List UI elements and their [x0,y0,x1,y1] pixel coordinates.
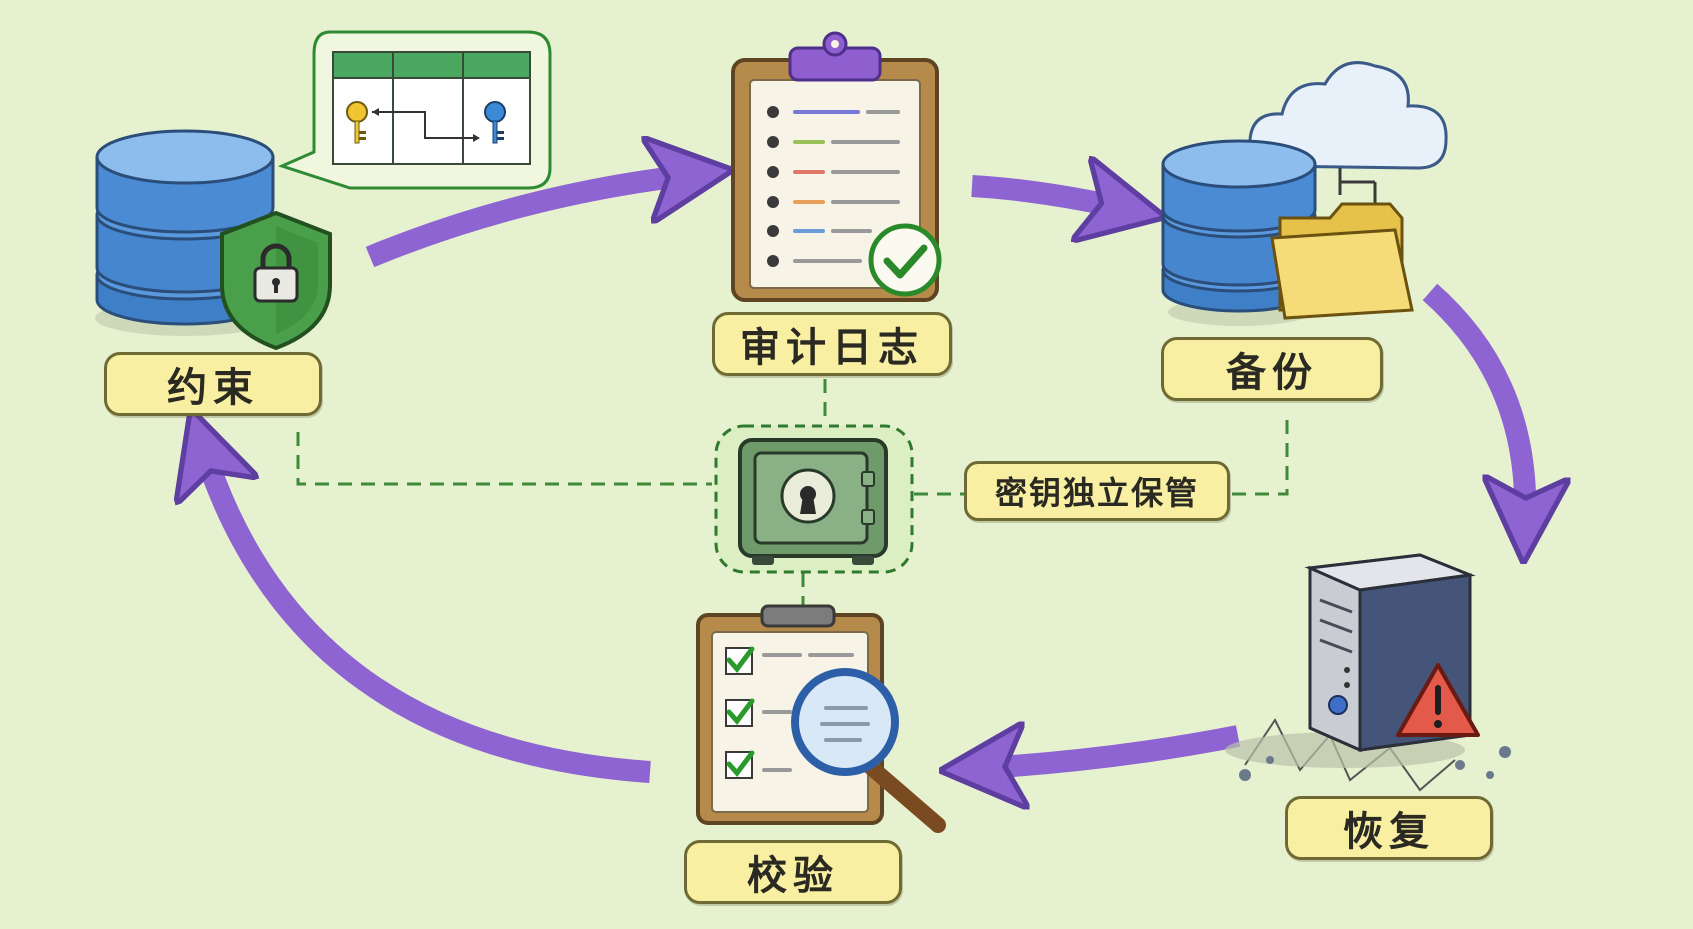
stage-label-constraint-text: 约束 [167,365,259,411]
stage-label-audit-log: 审计日志 [712,312,952,376]
stage-label-verify: 校验 [684,840,902,904]
shield-lock-icon [220,210,332,351]
cloud-icon [1248,61,1448,205]
cycle-arrows [204,175,1525,772]
link-note-backup [1232,411,1289,496]
arrow-constraint-to-audit [365,175,690,268]
stage-label-restore-text: 恢复 [1343,809,1435,855]
server-icon [1225,553,1511,792]
stage-label-backup: 备份 [1161,337,1383,401]
stage-label-restore: 恢复 [1285,796,1493,860]
link-constraint-safe [296,432,712,486]
stage-label-verify-text: 校验 [747,853,839,899]
folder-icon [1270,202,1414,320]
stage-label-audit-log-text: 审计日志 [740,325,924,371]
stage-label-constraint: 约束 [104,352,322,416]
arrow-verify-to-constraint [204,450,651,783]
stage-label-backup-text: 备份 [1226,350,1318,396]
key-note-label: 密钥独立保管 [964,461,1230,521]
safe-vault-icon [714,424,914,574]
arrow-backup-to-restore [1422,283,1525,520]
key-note-text: 密钥独立保管 [994,474,1199,512]
arrow-restore-to-verify [983,736,1241,768]
warning-icon [1396,663,1480,737]
key-mapping-table-icon [277,30,552,190]
dashed-links [296,379,1289,610]
magnifier-icon [791,668,946,833]
arrow-audit-to-backup [971,186,1123,208]
check-circle-icon [868,223,942,297]
